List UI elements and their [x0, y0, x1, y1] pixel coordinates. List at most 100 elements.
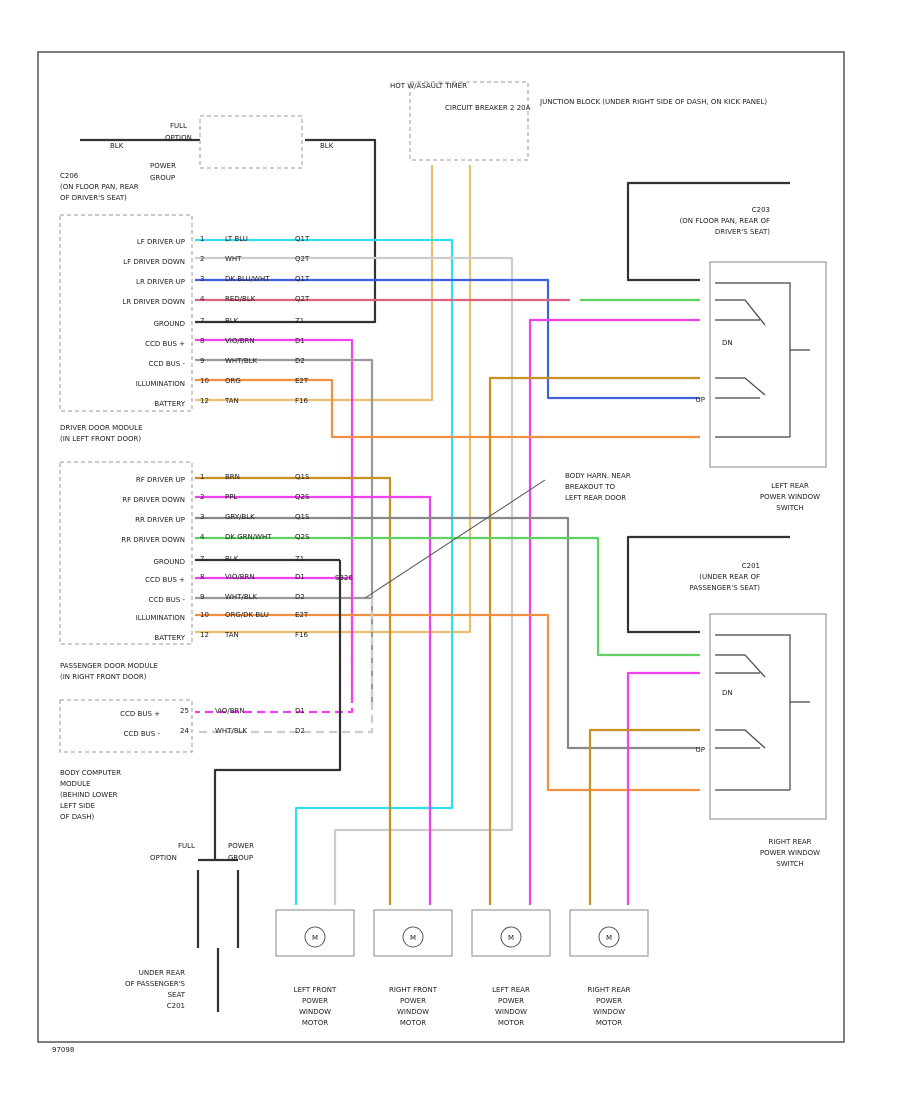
motor-label-1-2: WINDOW [397, 1008, 429, 1016]
body-harness-leader [364, 479, 546, 599]
upper-pin-wire-4: BLK [225, 317, 239, 325]
lower-pin-wire-6: WHT/BLK [225, 593, 258, 601]
motor-box-0 [275, 909, 355, 957]
body-computer-label-1: MODULE [60, 780, 90, 788]
wire-dkblu-lr-up [195, 278, 700, 400]
motor-symbol-2 [500, 926, 522, 948]
lower-pin-circuit-0: Q1S [295, 473, 310, 481]
motor-box-2 [471, 909, 551, 957]
c203-label-1: (ON FLOOR PAN, REAR OF [680, 217, 770, 225]
left-rear-switch-box [709, 261, 827, 468]
motor-box-1 [373, 909, 453, 957]
passenger-module-label-1: (IN RIGHT FRONT DOOR) [60, 673, 147, 681]
wire-whtblk-ccd-upper [195, 358, 374, 705]
right-rear-switch-label-0: RIGHT REAR [768, 838, 811, 846]
lower-pin-label-1: RF DRIVER DOWN [122, 496, 185, 504]
upper-pin-num-4: 7 [200, 317, 204, 325]
upper-pin-circuit-0: Q1T [295, 235, 310, 243]
wire-gryblk-rr-up [195, 516, 700, 750]
body-computer-label-2: (BEHIND LOWER [60, 791, 118, 799]
motor-m-2: M [508, 934, 514, 942]
body-harness-note-2: LEFT REAR DOOR [565, 494, 626, 502]
wire-brn-rf-up [195, 476, 392, 905]
passenger-module-label-0: PASSENGER DOOR MODULE [60, 662, 158, 670]
upper-pin-wire-1: WHT [225, 255, 242, 263]
body-harness-note-0: BODY HARN. NEAR [565, 472, 631, 480]
upper-pin-wire-0: LT BLU [225, 235, 248, 243]
wire-ppl-rf-down [195, 495, 432, 905]
lower-pin-num-5: 8 [200, 573, 204, 581]
wire-wht-lf-down [195, 256, 514, 905]
lower-pin-num-2: 3 [200, 513, 204, 521]
upper-pin-num-3: 4 [200, 295, 205, 303]
c206-label-0: C206 [60, 172, 79, 180]
upper-pin-wire-3: RED/BLK [225, 295, 256, 303]
motor-label-0-1: POWER [302, 997, 328, 1005]
lower-pin-wire-8: TAN [224, 631, 239, 639]
upper-pin-circuit-4: Z1 [295, 317, 304, 325]
c201-label-2: PASSENGER'S SEAT) [689, 584, 760, 592]
c201-bottom-label-1: OF PASSENGER'S [125, 980, 186, 988]
bcm-pin-circuit-1: D2 [295, 727, 305, 735]
bcm-pin-wire-0: VIO/BRN [215, 707, 245, 715]
lower-pin-num-1: 2 [200, 493, 204, 501]
c206-label-2: OF DRIVER'S SEAT) [60, 194, 127, 202]
upper-pin-circuit-7: E2T [295, 377, 309, 385]
motor-m-1: M [410, 934, 416, 942]
driver-door-module-upper-box [59, 214, 193, 412]
motor-label-2-1: POWER [498, 997, 524, 1005]
c201-bottom-label-3: C201 [167, 1002, 185, 1010]
upper-pin-label-8: BATTERY [154, 400, 185, 408]
lower-pin-circuit-8: F16 [295, 631, 308, 639]
wire-tan-battery-upper [195, 165, 434, 402]
diagram-frame [37, 51, 845, 1043]
wire-viobrn-ccd-upper [195, 338, 354, 700]
upper-pin-wire-8: TAN [224, 397, 239, 405]
motor-label-2-0: LEFT REAR [492, 986, 530, 994]
lower-pin-circuit-3: Q2S [295, 533, 310, 541]
right-rear-switch-label-1: POWER WINDOW [760, 849, 820, 857]
right-rear-switch-internals [715, 634, 810, 791]
motor-label-2-2: WINDOW [495, 1008, 527, 1016]
c201-bottom-label-0: UNDER REAR [139, 969, 185, 977]
right-rear-switch-box [709, 613, 827, 820]
bcm-pin-num-0: 25 [180, 707, 189, 715]
lower-pin-num-0: 1 [200, 473, 204, 481]
junction-block-label: JUNCTION BLOCK (UNDER RIGHT SIDE OF DASH… [539, 98, 767, 106]
lower-pin-circuit-6: D2 [295, 593, 305, 601]
motor-label-3-2: WINDOW [593, 1008, 625, 1016]
wire-dkgrnwht-rr-down [195, 536, 700, 657]
upper-pin-num-0: 1 [200, 235, 204, 243]
upper-pin-label-0: LF DRIVER UP [137, 238, 185, 246]
right-rear-dn: DN [722, 689, 733, 697]
motor-m-0: M [312, 934, 318, 942]
wire-ppl-lr-switch [528, 318, 700, 905]
lower-pin-num-6: 9 [200, 593, 204, 601]
bcm-pin-circuit-0: D1 [295, 707, 305, 715]
upper-pin-wire-2: DK BLU/WHT [225, 275, 270, 283]
wire-blk-ground-down [213, 560, 342, 860]
c201-bottom-label-2: SEAT [168, 991, 186, 999]
power-group-top-box [199, 115, 303, 169]
lower-pin-num-4: 7 [200, 555, 204, 563]
bcm-pin-label-0: CCD BUS + [120, 710, 160, 718]
bcm-pin-num-1: 24 [180, 727, 189, 735]
wire-ltblu-lf-up [195, 238, 454, 905]
lower-pin-label-3: RR DRIVER DOWN [121, 536, 185, 544]
upper-pin-circuit-6: D2 [295, 357, 305, 365]
lower-pin-label-8: BATTERY [154, 634, 185, 642]
left-rear-switch-label-1: POWER WINDOW [760, 493, 820, 501]
left-rear-switch-label-0: LEFT REAR [771, 482, 809, 490]
power-group-bottom-full: FULL [178, 842, 195, 850]
upper-pin-label-6: CCD BUS - [148, 360, 185, 368]
s326-label: S326 [335, 574, 353, 582]
upper-pin-circuit-2: Q1T [295, 275, 310, 283]
wire-ppl-rr-switch [626, 671, 700, 905]
upper-pin-label-4: GROUND [153, 320, 185, 328]
power-group-bottom-power: POWER [228, 842, 254, 850]
motor-label-0-2: WINDOW [299, 1008, 331, 1016]
lower-pin-label-4: GROUND [153, 558, 185, 566]
bcm-pin-label-1: CCD BUS - [123, 730, 160, 738]
